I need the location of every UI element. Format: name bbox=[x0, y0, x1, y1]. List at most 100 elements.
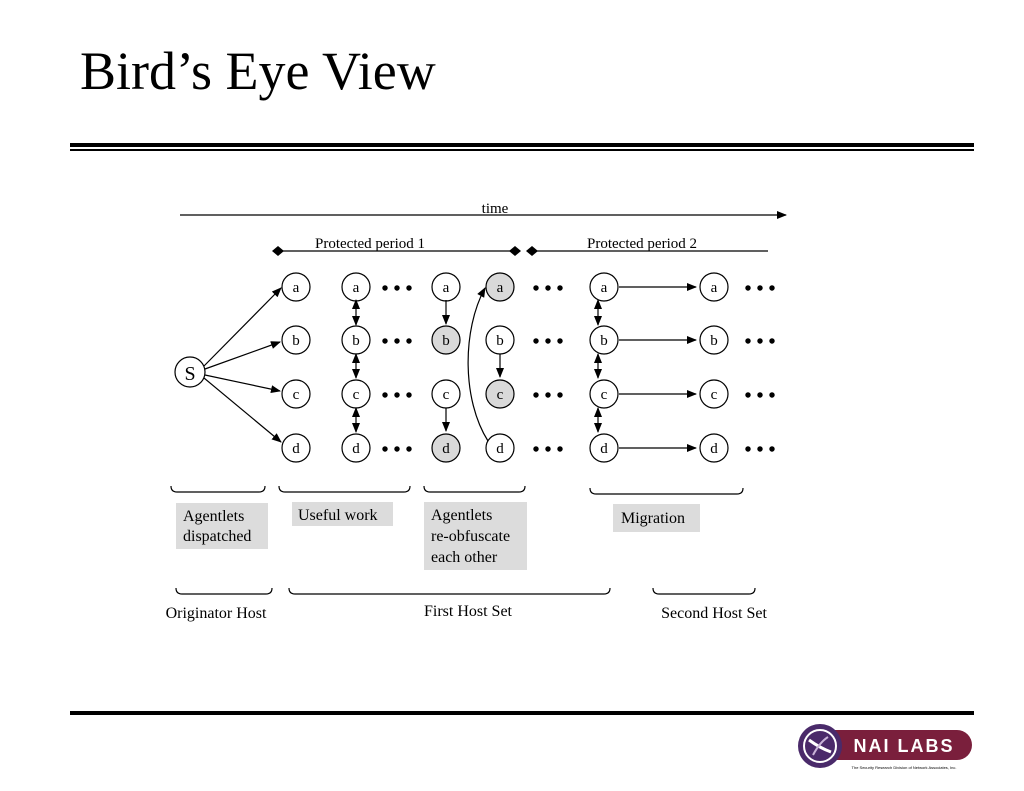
host-originator-label: Originator Host bbox=[166, 605, 267, 622]
node-label: a bbox=[711, 280, 718, 296]
node-c2-a: a bbox=[341, 272, 371, 302]
ellipsis-group: • • • • • • • • • • • • • • • • • • • • • • • •… bbox=[381, 278, 775, 461]
node-label: a bbox=[443, 280, 450, 296]
node-c5-d: d bbox=[589, 433, 619, 463]
reobfuscate-line-3: each other bbox=[431, 549, 498, 566]
migration-arrows bbox=[619, 283, 697, 452]
node-c6-a: a bbox=[699, 272, 729, 302]
node-c1-d: d bbox=[281, 433, 311, 463]
node-label: c bbox=[293, 387, 300, 403]
source-node-label: S bbox=[184, 363, 195, 385]
phase-braces bbox=[170, 485, 756, 595]
brace-second-set bbox=[652, 587, 756, 595]
node-label: d bbox=[352, 441, 360, 457]
node-c1-a: a bbox=[281, 272, 311, 302]
reobfuscate-line-1: Agentlets bbox=[431, 507, 492, 524]
dispatch-arrows bbox=[203, 287, 282, 443]
ellipsis-0-1: • • • bbox=[381, 331, 412, 353]
node-label: a bbox=[497, 280, 504, 296]
node-label: b bbox=[352, 333, 360, 349]
ellipsis-0-0: • • • bbox=[381, 278, 412, 300]
brace-migration bbox=[589, 487, 744, 495]
node-label: d bbox=[442, 441, 450, 457]
node-label: b bbox=[292, 333, 300, 349]
title-divider bbox=[70, 143, 974, 151]
node-c3-d: d bbox=[431, 433, 461, 463]
period1-end-diamond bbox=[509, 246, 521, 256]
node-c2-c: c bbox=[341, 379, 371, 409]
node-c1-b: b bbox=[281, 325, 311, 355]
brace-originator bbox=[175, 587, 273, 595]
node-label: c bbox=[443, 387, 450, 403]
node-label: d bbox=[292, 441, 300, 457]
migration-line-1: Migration bbox=[621, 510, 685, 527]
node-label: b bbox=[442, 333, 450, 349]
brace-useful-work bbox=[278, 485, 411, 493]
reobfuscate-line-2: re-obfuscate bbox=[431, 528, 510, 545]
node-label: b bbox=[600, 333, 608, 349]
reobfuscate-arrows bbox=[442, 287, 504, 442]
node-c1-c: c bbox=[281, 379, 311, 409]
ellipsis-2-0: • • • bbox=[744, 278, 775, 300]
ellipsis-1-3: • • • bbox=[532, 439, 563, 461]
node-label: b bbox=[496, 333, 504, 349]
period2-label: Protected period 2 bbox=[587, 236, 697, 252]
period1-start-diamond bbox=[272, 246, 284, 256]
ellipsis-0-2: • • • bbox=[381, 385, 412, 407]
node-c6-d: d bbox=[699, 433, 729, 463]
ellipsis-1-2: • • • bbox=[532, 385, 563, 407]
host-second-set-label: Second Host Set bbox=[661, 605, 767, 622]
nai-labs-logo: NAI LABS The Security Research Division … bbox=[798, 724, 972, 770]
label-box-reobfuscate: Agentlets re-obfuscate each other bbox=[424, 502, 527, 570]
brace-reobfuscate bbox=[423, 485, 526, 493]
useful-work-line-1: Useful work bbox=[298, 507, 378, 524]
node-c3-a: a bbox=[431, 272, 461, 302]
node-label: c bbox=[497, 387, 504, 403]
brace-first-set bbox=[288, 587, 611, 595]
node-grid: a b c d a b c d a b c d a b c d a b c d a b c d bbox=[281, 272, 729, 463]
dispatched-line-2: dispatched bbox=[183, 528, 251, 545]
node-c6-c: c bbox=[699, 379, 729, 409]
node-c4-a: a bbox=[485, 272, 515, 302]
host-first-set-label: First Host Set bbox=[424, 603, 513, 620]
node-label: b bbox=[710, 333, 718, 349]
ellipsis-1-1: • • • bbox=[532, 331, 563, 353]
node-c6-b: b bbox=[699, 325, 729, 355]
label-box-migration: Migration bbox=[613, 504, 700, 532]
brace-dispatched bbox=[170, 485, 266, 493]
source-node: S bbox=[174, 356, 206, 388]
footer-divider bbox=[70, 711, 974, 715]
time-axis: time bbox=[180, 201, 787, 219]
ellipsis-2-3: • • • bbox=[744, 439, 775, 461]
node-label: d bbox=[710, 441, 718, 457]
node-c5-b: b bbox=[589, 325, 619, 355]
protected-period-1: Protected period 1 bbox=[272, 236, 521, 256]
protected-period-2: Protected period 2 bbox=[526, 236, 768, 256]
period1-label: Protected period 1 bbox=[315, 236, 425, 252]
node-label: c bbox=[601, 387, 608, 403]
node-c3-b: b bbox=[431, 325, 461, 355]
node-c3-c: c bbox=[431, 379, 461, 409]
period2-start-diamond bbox=[526, 246, 538, 256]
ellipsis-2-1: • • • bbox=[744, 331, 775, 353]
label-box-dispatched: Agentlets dispatched bbox=[176, 503, 268, 549]
node-c4-d: d bbox=[485, 433, 515, 463]
node-label: a bbox=[353, 280, 360, 296]
node-c5-a: a bbox=[589, 272, 619, 302]
dispatched-line-1: Agentlets bbox=[183, 508, 244, 525]
node-c4-b: b bbox=[485, 325, 515, 355]
node-c5-c: c bbox=[589, 379, 619, 409]
node-c4-c: c bbox=[485, 379, 515, 409]
node-c2-d: d bbox=[341, 433, 371, 463]
logo-tagline: The Security Research Division of Networ… bbox=[852, 765, 957, 770]
node-label: c bbox=[353, 387, 360, 403]
ellipsis-1-0: • • • bbox=[532, 278, 563, 300]
node-label: a bbox=[601, 280, 608, 296]
ellipsis-2-2: • • • bbox=[744, 385, 775, 407]
node-c2-b: b bbox=[341, 325, 371, 355]
ellipsis-0-3: • • • bbox=[381, 439, 412, 461]
node-label: d bbox=[496, 441, 504, 457]
node-label: c bbox=[711, 387, 718, 403]
node-label: d bbox=[600, 441, 608, 457]
